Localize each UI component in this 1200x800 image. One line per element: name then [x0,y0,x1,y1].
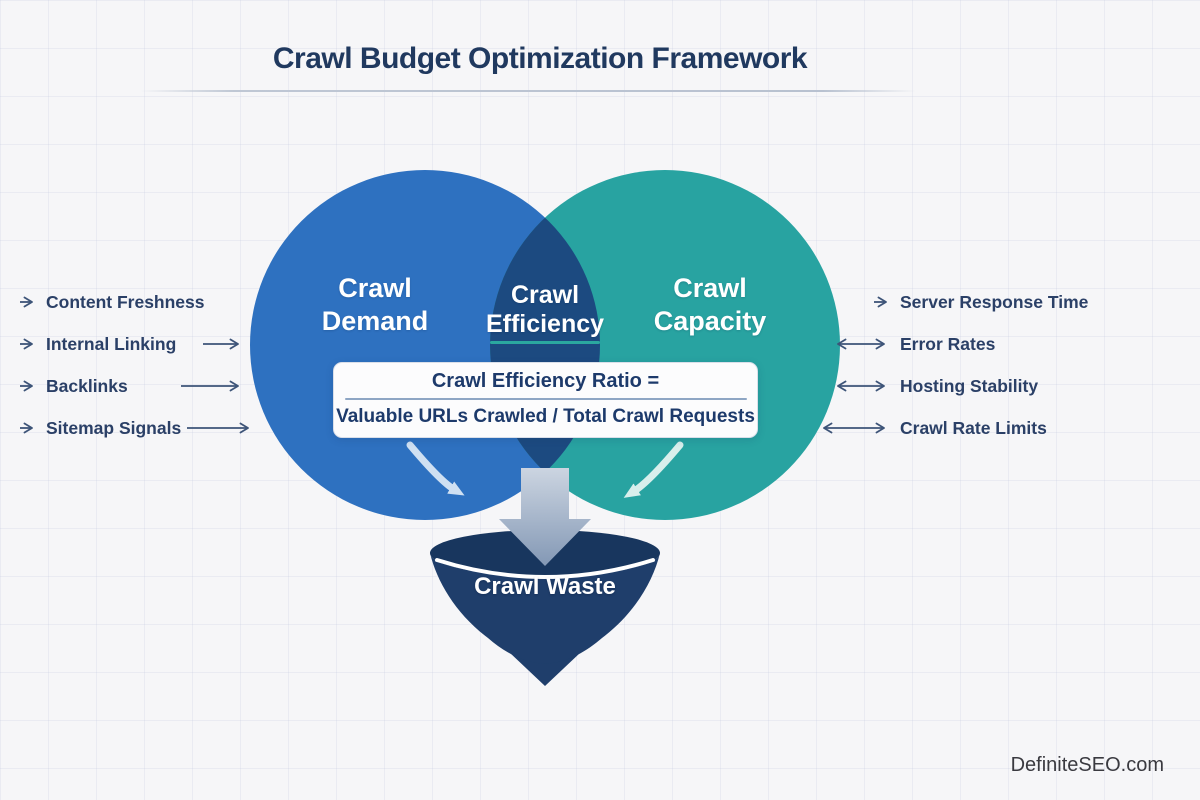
factor-sitemap-signals: Sitemap Signals [46,418,182,438]
right-factor-arrows [823,296,887,434]
efficiency-overlap-label: Crawl Efficiency [485,281,605,338]
factor-content-freshness: Content Freshness [46,292,205,312]
formula-expression: Valuable URLs Crawled / Total Crawl Requ… [336,406,755,427]
factor-error-rates: Error Rates [900,334,996,354]
funnel-label: Crawl Waste [474,573,616,600]
factor-internal-linking: Internal Linking [46,334,177,354]
demand-circle-label: Crawl Demand [321,273,429,336]
demand-curved-arrow [406,441,465,496]
formula-divider [344,398,747,400]
factor-backlinks: Backlinks [46,376,128,396]
funnel-bowl [430,553,660,664]
factor-hosting-stability: Hosting Stability [900,376,1039,396]
overlap-to-funnel-arrow [499,468,591,566]
page-title: Crawl Budget Optimization Framework [272,42,808,75]
efficiency-underline [490,341,600,344]
capacity-curved-arrow [623,441,684,498]
factor-server-response-time: Server Response Time [900,292,1089,312]
formula-box: Crawl Efficiency Ratio = Valuable URLs C… [333,362,758,438]
left-factor-arrows [20,296,249,434]
factor-crawl-rate-limits: Crawl Rate Limits [900,418,1047,438]
capacity-circle-label: Crawl Capacity [653,273,767,336]
formula-heading: Crawl Efficiency Ratio = [431,370,660,392]
funnel-rim-highlight [435,558,655,579]
watermark-text: DefiniteSEO.com [1010,754,1164,776]
title-divider [140,90,916,92]
